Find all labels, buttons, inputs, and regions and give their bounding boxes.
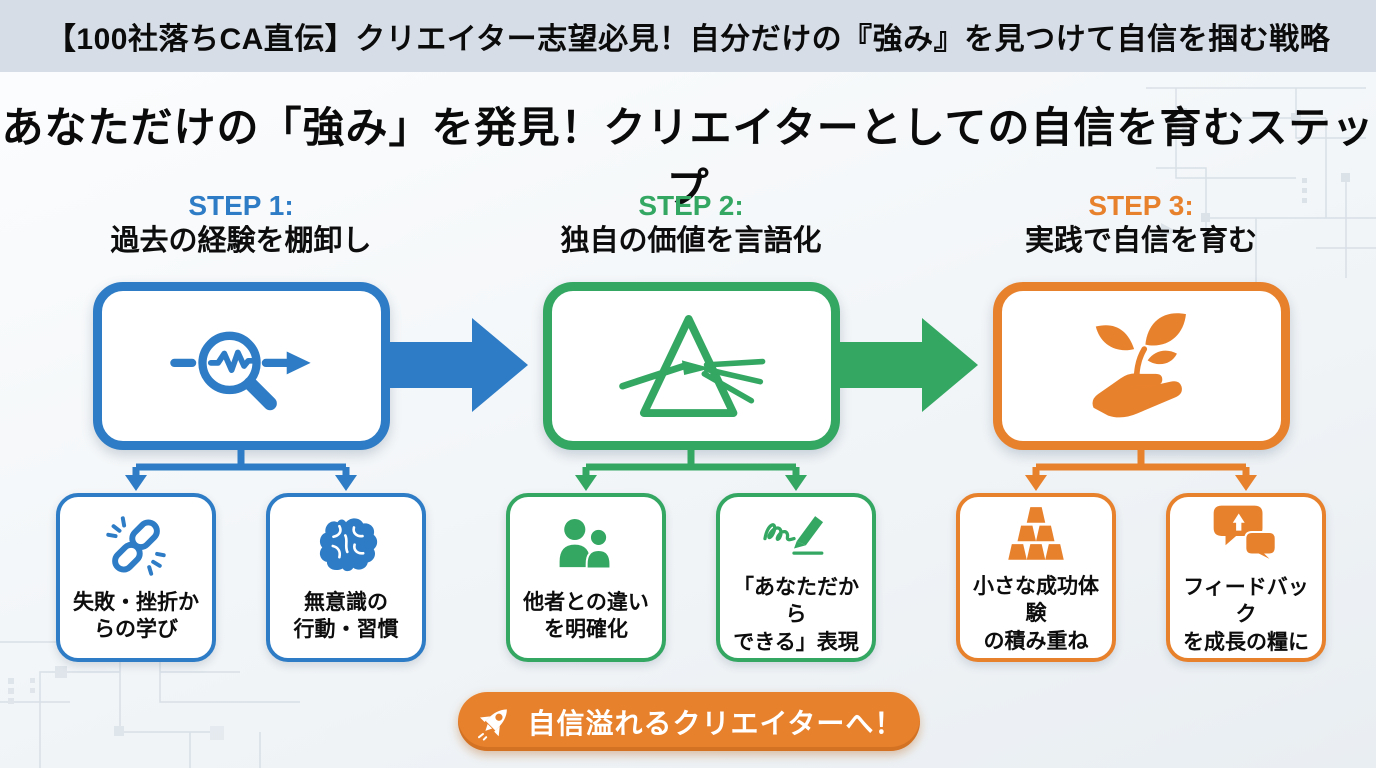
signature-pen-icon (763, 516, 824, 555)
broken-chain-icon (106, 516, 166, 576)
step3-subbox-feedback-label: フィードバック を成長の糧に (1183, 576, 1309, 654)
step1-title: 過去の経験を棚卸し (110, 225, 372, 258)
page-title: あなただけの「強み」を発見！クリエイターとしての自信を育むステップ (1, 104, 1375, 212)
step1-main-box (93, 282, 390, 450)
step1-header: STEP 1: 過去の経験を棚卸し (81, 190, 401, 259)
step2-subbox-expression: 「あなただから できる」表現 (716, 493, 876, 662)
footer-badge-label: 自信溢れるクリエイターへ！ (527, 707, 904, 739)
step3-subbox-feedback: フィードバック を成長の糧に (1166, 493, 1326, 662)
step1-subbox-learning: 失敗・挫折か らの学び (56, 493, 216, 662)
step1-connector (124, 450, 358, 494)
step3-title: 実践で自信を育む (1024, 225, 1257, 258)
step2-connector (574, 450, 808, 494)
brain-icon (319, 518, 378, 571)
step2-main-box (543, 282, 840, 450)
step1-subbox-habits-label: 無意識の 行動・習慣 (293, 590, 399, 641)
banner-title: 【100社落ちCA直伝】クリエイター志望必見！自分だけの『強み』を見つけて自信を… (45, 23, 1331, 56)
step3-subbox-success: 小さな成功体験 の積み重ね (956, 493, 1116, 662)
step3-label: STEP 3: (1088, 190, 1194, 221)
prism-icon (618, 315, 765, 417)
step3-header: STEP 3: 実践で自信を育む (981, 190, 1301, 259)
step3-connector (1024, 450, 1258, 494)
feedback-bubbles-icon (1213, 505, 1277, 564)
step2-subbox-differences-label: 他者との違い を明確化 (523, 590, 649, 641)
step2-title: 独自の価値を言語化 (560, 225, 822, 258)
step1-label: STEP 1: (188, 190, 294, 221)
flow-arrow-2 (838, 316, 978, 414)
rocket-icon (477, 708, 507, 741)
step2-header: STEP 2: 独自の価値を言語化 (531, 190, 851, 259)
step2-subbox-differences: 他者との違い を明確化 (506, 493, 666, 662)
title-banner: 【100社落ちCA直伝】クリエイター志望必見！自分だけの『強み』を見つけて自信を… (0, 0, 1376, 72)
footer-badge: 自信溢れるクリエイターへ！ (458, 692, 920, 751)
gold-stack-icon (1008, 507, 1064, 560)
hand-seedling-icon (1092, 313, 1186, 418)
step2-label: STEP 2: (638, 190, 744, 221)
people-icon (559, 518, 612, 570)
magnifier-analysis-icon (169, 331, 311, 411)
step3-subbox-success-label: 小さな成功体験 の積み重ね (973, 575, 1099, 653)
step2-subbox-expression-label: 「あなただから できる」表現 (733, 576, 859, 654)
step1-subbox-learning-label: 失敗・挫折か らの学び (73, 590, 199, 641)
flow-arrow-1 (388, 316, 528, 414)
step1-subbox-habits: 無意識の 行動・習慣 (266, 493, 426, 662)
step3-main-box (993, 282, 1290, 450)
